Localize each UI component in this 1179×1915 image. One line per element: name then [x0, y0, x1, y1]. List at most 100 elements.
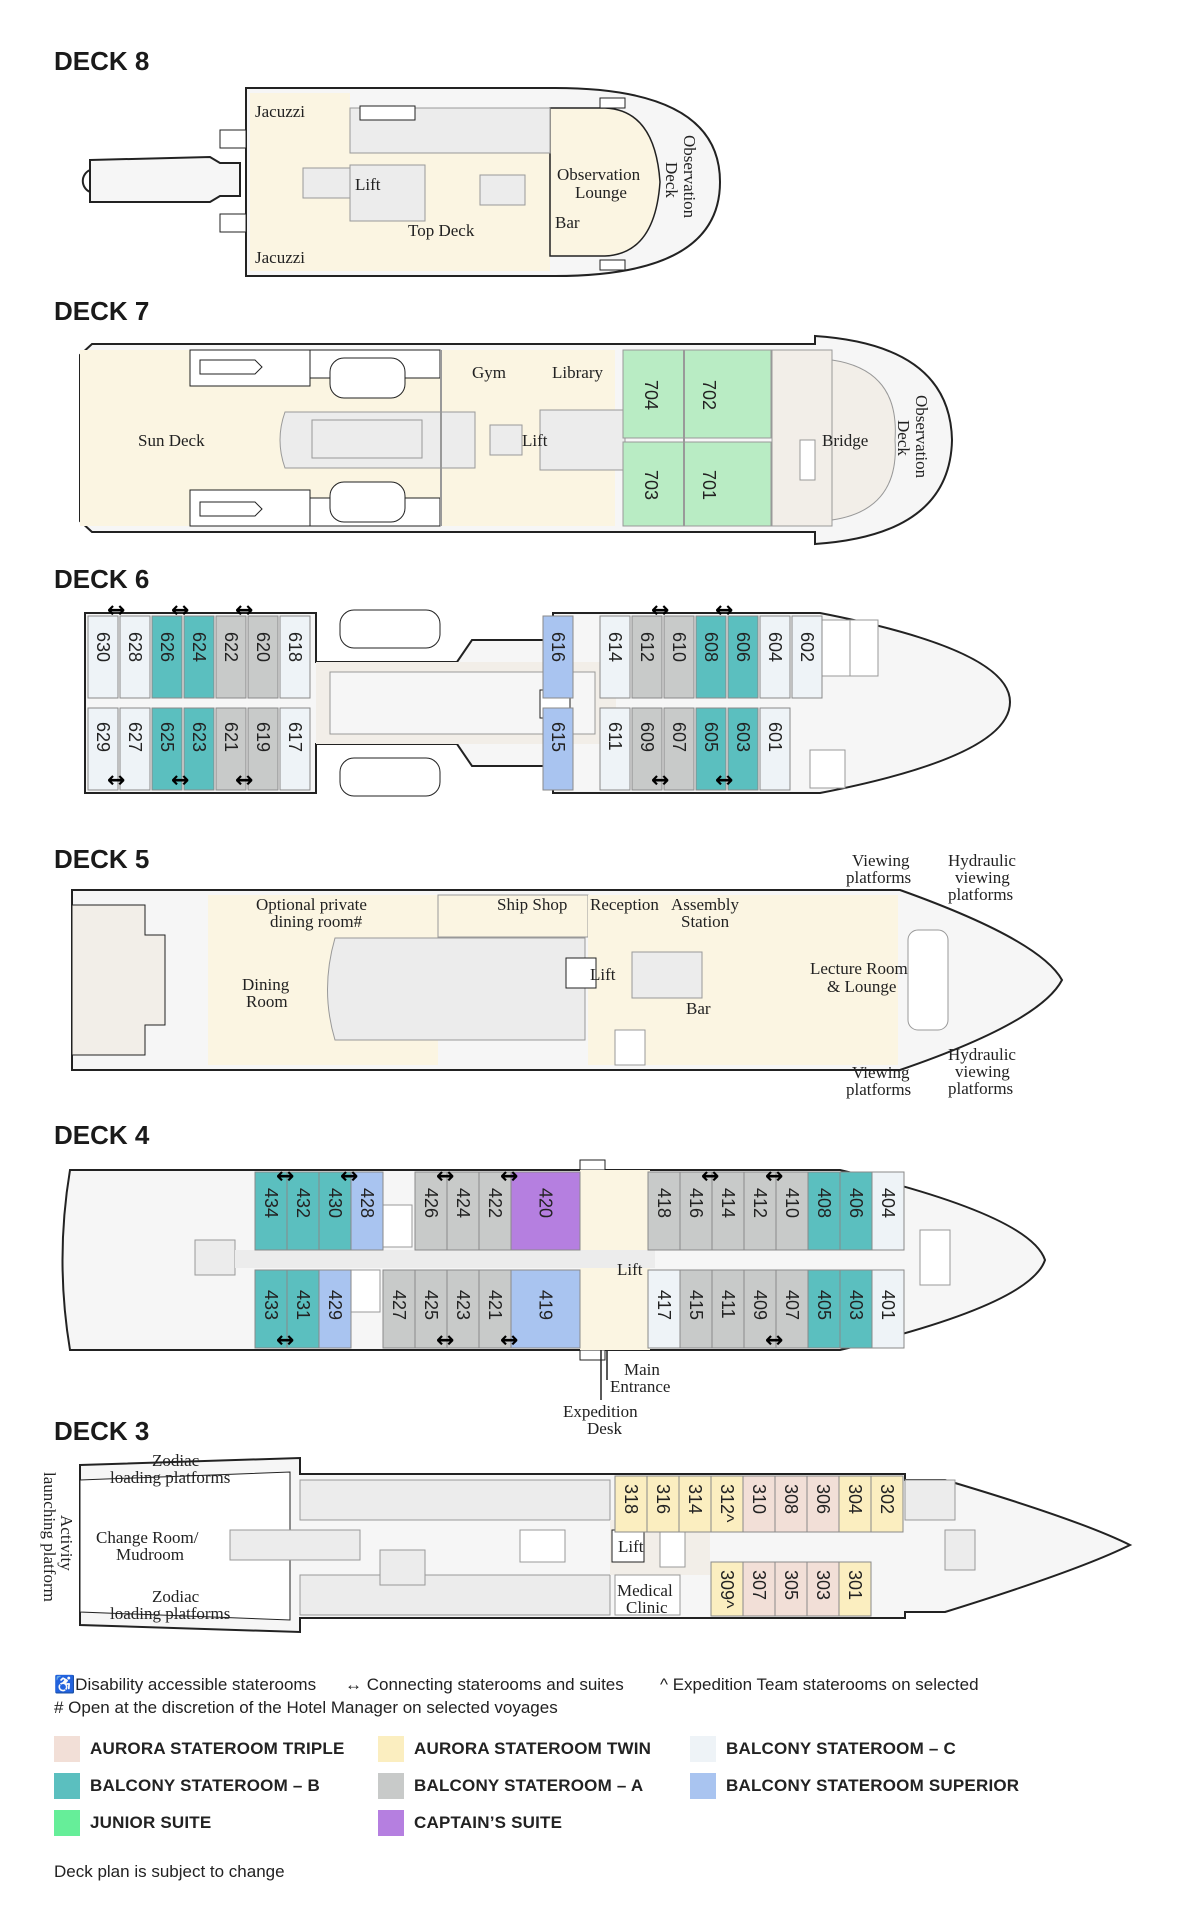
cabin-304-room — [838, 1475, 872, 1533]
cabin-406-room — [839, 1171, 873, 1251]
cabin-431: 431 — [293, 1290, 313, 1320]
cabin-310-room — [742, 1475, 776, 1533]
deck7-gym: Gym — [472, 363, 506, 382]
cabin-628: 628 — [125, 632, 145, 662]
cabin-704: 704 — [641, 380, 661, 410]
legend-junior-suite: JUNIOR SUITE — [54, 1810, 211, 1836]
cabin-618: 618 — [285, 632, 305, 662]
connecting-arrow-icon: ↔ — [276, 1164, 294, 1189]
cabin-411: 411 — [718, 1290, 738, 1319]
cabin-428: 428 — [357, 1188, 377, 1218]
legend-swatch — [54, 1736, 80, 1762]
deck8-obs-lounge-1: Observation — [557, 165, 641, 184]
cabin-604: 604 — [765, 632, 785, 662]
cabin-425-room — [414, 1269, 448, 1349]
deck3-zodiac-top-2: loading platforms — [110, 1468, 230, 1487]
deck5-hydraulic-top-1: Hydraulic — [948, 851, 1016, 870]
deck4-title: DECK 4 — [54, 1120, 150, 1150]
legend-label: JUNIOR SUITE — [90, 1813, 212, 1832]
deck8-plan — [81, 87, 722, 277]
connecting-arrow-icon: ↔ — [715, 768, 733, 793]
cabin-316: 316 — [653, 1484, 673, 1514]
cabin-302: 302 — [877, 1484, 897, 1514]
cabin-623-room — [183, 707, 215, 791]
cabin-304: 304 — [845, 1484, 865, 1514]
connecting-arrow-icon: ↔ — [500, 1328, 518, 1353]
cabin-421-room — [478, 1269, 512, 1349]
cabin-422: 422 — [485, 1188, 505, 1218]
cabin-614-room — [599, 615, 631, 699]
cabin-410-room — [775, 1171, 809, 1251]
cabin-604-room — [759, 615, 791, 699]
cabin-302-room — [870, 1475, 904, 1533]
cabin-629-room — [87, 707, 119, 791]
cabin-609-room — [631, 707, 663, 791]
cabin-312^-room — [710, 1475, 744, 1533]
cabin-408-room — [807, 1171, 841, 1251]
cabin-627: 627 — [125, 722, 145, 752]
deck3-change-2: Mudroom — [116, 1545, 184, 1564]
cabin-430-room — [318, 1171, 352, 1251]
cabin-309^: 309^ — [717, 1570, 737, 1609]
cabin-310: 310 — [749, 1484, 769, 1514]
cabin-607: 607 — [669, 722, 689, 752]
connecting-arrow-icon: ↔ — [765, 1328, 783, 1353]
cabin-412-room — [743, 1171, 777, 1251]
deck8-jacuzzi-bottom: Jacuzzi — [255, 248, 305, 267]
legend-label: BALCONY STATEROOM SUPERIOR — [726, 1776, 1020, 1795]
cabin-427-room — [382, 1269, 416, 1349]
cabin-416: 416 — [686, 1188, 706, 1218]
cabin-425: 425 — [421, 1290, 441, 1320]
cabin-404-room — [871, 1171, 905, 1251]
deck5-viewing-bottom-1: Viewing — [852, 1063, 910, 1082]
cabin-423-room — [446, 1269, 480, 1349]
deck8-obs-deck-2: Deck — [662, 162, 681, 198]
deck7-title: DECK 7 — [54, 296, 149, 326]
connecting-arrow-icon: ↔ — [715, 598, 733, 623]
cabin-432-room — [286, 1171, 320, 1251]
cabin-419-room — [510, 1269, 581, 1349]
cabin-314: 314 — [685, 1484, 705, 1514]
note-connecting: ↔ Connecting staterooms and suites — [345, 1675, 624, 1694]
cabin-624: 624 — [189, 632, 209, 662]
cabin-303: 303 — [813, 1570, 833, 1600]
deck4-main-entrance-1: Main — [624, 1360, 660, 1379]
cabin-626-room — [151, 615, 183, 699]
cabin-307: 307 — [749, 1570, 769, 1600]
cabin-622-room — [215, 615, 247, 699]
cabin-623: 623 — [189, 722, 209, 752]
cabin-609: 609 — [637, 722, 657, 752]
connecting-arrow-icon: ↔ — [436, 1328, 454, 1353]
deck4-lift: Lift — [617, 1260, 643, 1279]
cabin-314-room — [678, 1475, 712, 1533]
cabin-606: 606 — [733, 632, 753, 662]
deck5-bar: Bar — [686, 999, 711, 1018]
cabin-630-room — [87, 615, 119, 699]
cabin-602-room — [791, 615, 823, 699]
cabin-433: 433 — [261, 1290, 281, 1320]
cabin-420: 420 — [536, 1188, 556, 1218]
deck5-plan — [71, 889, 1064, 1071]
connecting-arrow-icon: ↔ — [765, 1164, 783, 1189]
wheelchair-icon: ♿ — [54, 1675, 76, 1694]
deck7-library: Library — [552, 363, 603, 382]
note-hash: # Open at the discretion of the Hotel Ma… — [54, 1698, 558, 1717]
deck3-activity-1: Activity — [57, 1515, 76, 1571]
deck8-bar: Bar — [555, 213, 580, 232]
cabin-418: 418 — [654, 1188, 674, 1218]
cabin-601: 601 — [765, 722, 785, 752]
connecting-arrow-icon: ↔ — [276, 1328, 294, 1353]
cabin-607-room — [663, 707, 695, 791]
cabin-615-room — [542, 707, 574, 791]
deck3-plan — [79, 1456, 1133, 1634]
cabin-629: 629 — [93, 722, 113, 752]
note-expedition: ^ Expedition Team staterooms on selected — [660, 1675, 979, 1694]
cabin-418-room — [647, 1171, 681, 1251]
cabin-415: 415 — [686, 1290, 706, 1320]
legend-aurora-triple: AURORA STATEROOM TRIPLE — [54, 1736, 345, 1762]
deck5-reception: Reception — [590, 895, 659, 914]
deck5-lift: Lift — [590, 965, 616, 984]
legend-label: CAPTAIN’S SUITE — [414, 1813, 563, 1832]
connecting-arrow-icon: ↔ — [500, 1164, 518, 1189]
